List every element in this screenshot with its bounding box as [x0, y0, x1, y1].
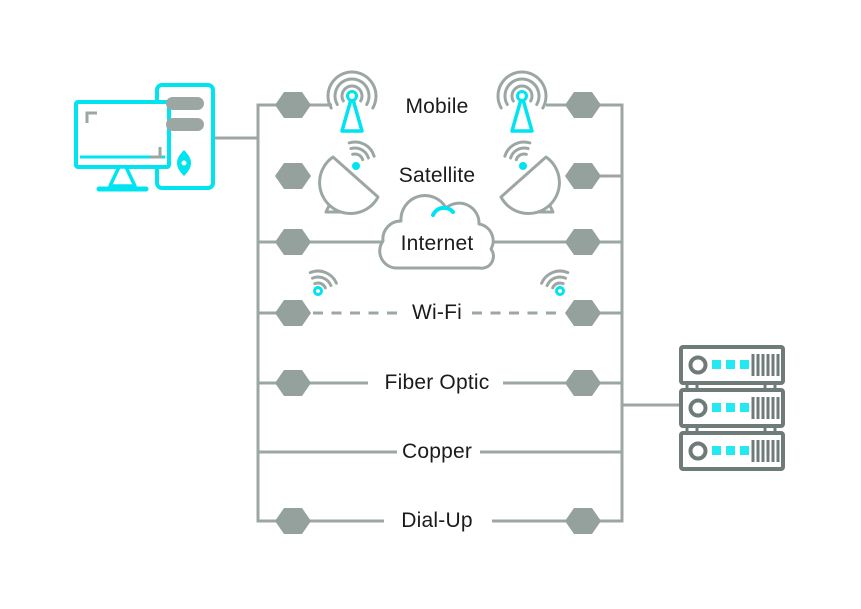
wifi-signal-icon [308, 269, 338, 296]
wifi-signal-icon [537, 265, 576, 302]
hexagon-node [275, 370, 311, 396]
satellite-dish-icon [318, 140, 380, 215]
server-status-lights [712, 360, 749, 369]
hexagon-nodes [275, 92, 601, 534]
label-fiber-optic: Fiber Optic [384, 371, 490, 394]
hexagon-node [565, 508, 601, 534]
hexagon-node [565, 300, 601, 326]
screen-corner-bracket [85, 111, 97, 123]
cell-antenna-icon [326, 70, 378, 133]
cloud-icon [378, 194, 495, 270]
hexagon-node [565, 229, 601, 255]
desktop-computer-icon [74, 83, 215, 192]
tower-drive-bay [166, 118, 204, 131]
label-mobile: Mobile [405, 95, 469, 118]
server-vents [751, 354, 780, 376]
tower-power-dot [181, 160, 187, 166]
hexagon-node [565, 370, 601, 396]
satellite-dish-icon [499, 136, 561, 216]
label-dial-up: Dial-Up [401, 509, 473, 532]
screen-corner-bracket [150, 147, 162, 159]
cell-antenna-icon [496, 70, 548, 133]
hexagon-node [565, 163, 601, 189]
tower-drive-bay [166, 97, 204, 110]
server-unit [679, 345, 785, 385]
server-rack-icon [679, 345, 785, 471]
server-unit [679, 388, 785, 428]
label-satellite: Satellite [398, 164, 476, 187]
label-wifi: Wi-Fi [412, 301, 462, 324]
server-power-led [688, 355, 708, 375]
hexagon-node [275, 300, 311, 326]
hexagon-node [275, 92, 311, 118]
monitor-stand [108, 165, 137, 188]
label-internet: Internet [400, 232, 474, 255]
hexagon-node [275, 508, 311, 534]
hexagon-node [275, 229, 311, 255]
hexagon-node [275, 163, 311, 189]
hexagon-node [565, 92, 601, 118]
server-unit [679, 431, 785, 471]
label-copper: Copper [401, 440, 473, 463]
